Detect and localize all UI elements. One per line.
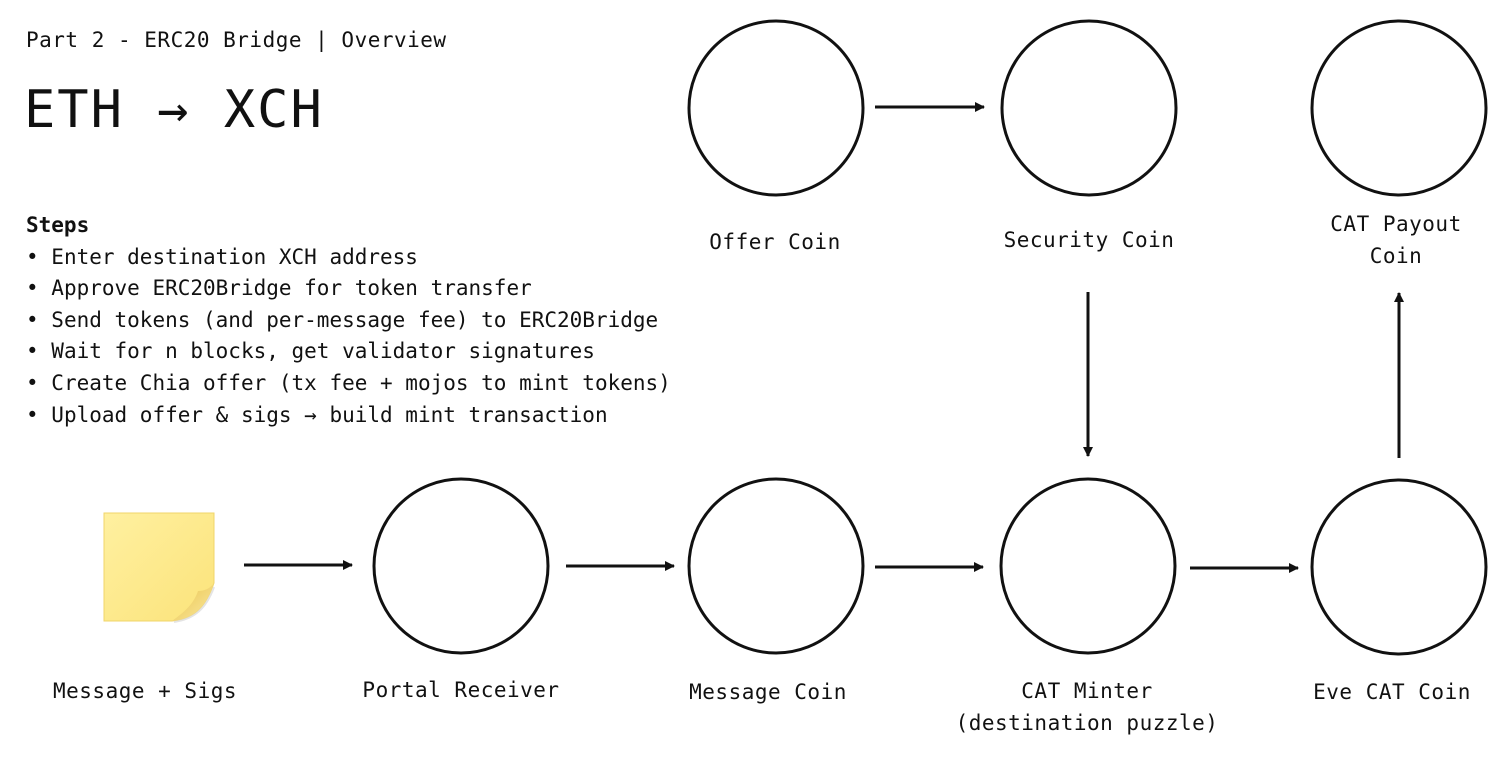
step-item: Wait for n blocks, get validator signatu… <box>26 336 671 368</box>
portal-receiver-label: Portal Receiver <box>362 678 560 702</box>
step-item: Create Chia offer (tx fee + mojos to min… <box>26 368 671 400</box>
step-item: Upload offer & sigs → build mint transac… <box>26 400 671 432</box>
message-sigs-label: Message + Sigs <box>52 679 238 703</box>
steps-panel: Steps Enter destination XCH address Appr… <box>26 210 671 431</box>
sticky-note-icon <box>103 512 215 623</box>
eve-cat-coin-circle <box>1310 478 1488 656</box>
cat-minter-label-line1: CAT Minter <box>1021 679 1153 703</box>
cat-minter-circle <box>999 477 1177 655</box>
cat-payout-coin-label: CAT Payout Coin <box>1330 208 1461 272</box>
page-title: ETH → XCH <box>24 80 324 140</box>
offer-coin-circle <box>687 19 865 197</box>
step-item: Approve ERC20Bridge for token transfer <box>26 273 671 305</box>
steps-heading: Steps <box>26 213 90 237</box>
cat-payout-coin-label-line1: CAT Payout <box>1330 212 1462 236</box>
steps-list: Enter destination XCH address Approve ER… <box>26 242 671 432</box>
cat-minter-label-line2: (destination puzzle) <box>955 711 1219 735</box>
step-item: Enter destination XCH address <box>26 242 671 274</box>
security-coin-label: Security Coin <box>1003 228 1175 252</box>
cat-payout-coin-circle <box>1310 19 1488 197</box>
cat-minter-label: CAT Minter (destination puzzle) <box>956 675 1219 739</box>
message-coin-circle <box>687 477 865 655</box>
portal-receiver-circle <box>372 477 550 655</box>
security-coin-circle <box>1000 19 1178 197</box>
eve-cat-coin-label: Eve CAT Coin <box>1313 680 1471 704</box>
page-subtitle: Part 2 - ERC20 Bridge | Overview <box>26 28 447 52</box>
message-coin-label: Message Coin <box>689 680 847 704</box>
step-item: Send tokens (and per-message fee) to ERC… <box>26 305 671 337</box>
cat-payout-coin-label-line2: Coin <box>1369 244 1423 268</box>
offer-coin-label: Offer Coin <box>709 230 841 254</box>
